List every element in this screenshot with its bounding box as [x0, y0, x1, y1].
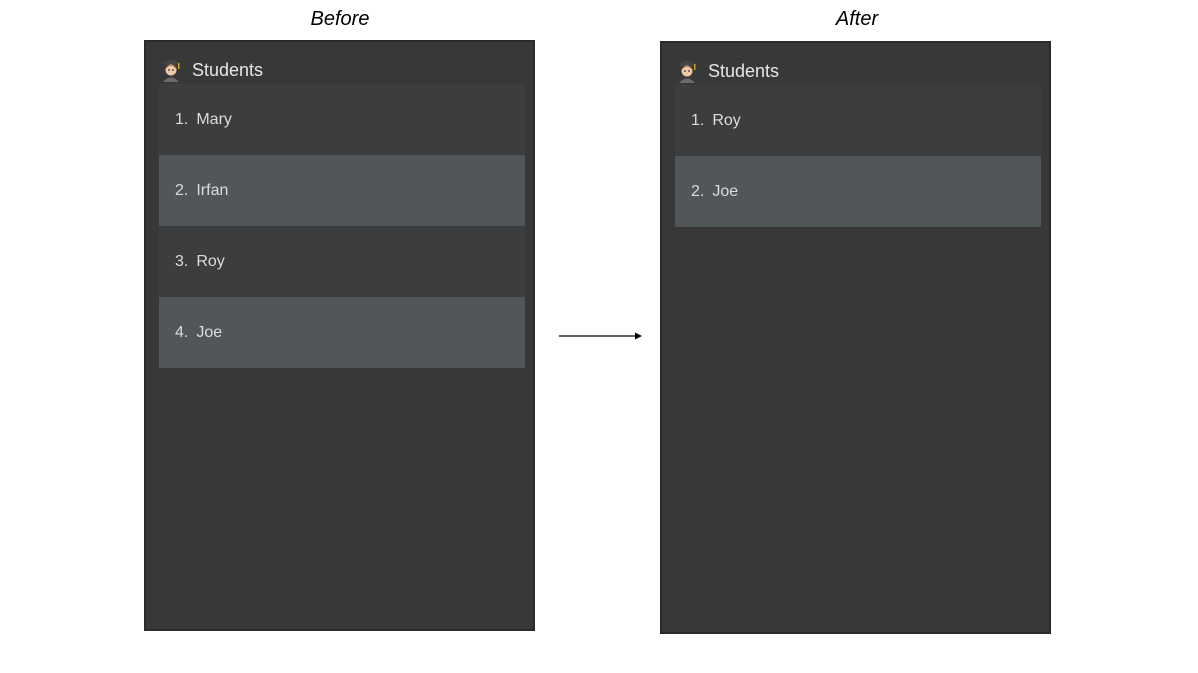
student-name: Roy — [196, 252, 225, 270]
student-index: 2. — [691, 182, 705, 200]
student-index: 1. — [175, 110, 189, 128]
panel-title: Students — [192, 59, 264, 80]
before-caption: Before — [310, 8, 370, 30]
student-index: 1. — [691, 111, 705, 129]
student-name: Roy — [712, 111, 741, 129]
panel-title: Students — [708, 60, 780, 81]
student-list: 1. Mary 2. Irfan 3. Roy 4. Joe — [159, 84, 525, 368]
right-arrow-icon — [559, 332, 642, 340]
after-student-panel: Students 1. Roy 2. Joe — [660, 41, 1051, 634]
student-name: Irfan — [196, 181, 229, 199]
panel-header: Students — [676, 57, 779, 85]
student-list-item[interactable]: 2. Joe — [675, 156, 1041, 227]
student-index: 2. — [175, 181, 189, 199]
student-list-item[interactable]: 3. Roy — [159, 226, 525, 297]
student-graduate-icon — [676, 59, 698, 83]
before-student-panel: Students 1. Mary 2. Irfan 3. Roy 4. Joe — [144, 40, 535, 631]
student-name: Mary — [196, 110, 232, 128]
panel-header: Students — [160, 56, 263, 84]
student-index: 3. — [175, 252, 189, 270]
student-name: Joe — [712, 182, 739, 200]
student-list-item[interactable]: 2. Irfan — [159, 155, 525, 226]
after-caption: After — [835, 8, 879, 30]
student-list-item[interactable]: 4. Joe — [159, 297, 525, 368]
student-name: Joe — [196, 323, 223, 341]
student-graduate-icon — [160, 58, 182, 82]
student-list-item[interactable]: 1. Mary — [159, 84, 525, 155]
student-list: 1. Roy 2. Joe — [675, 85, 1041, 227]
student-index: 4. — [175, 323, 189, 341]
student-list-item[interactable]: 1. Roy — [675, 85, 1041, 156]
